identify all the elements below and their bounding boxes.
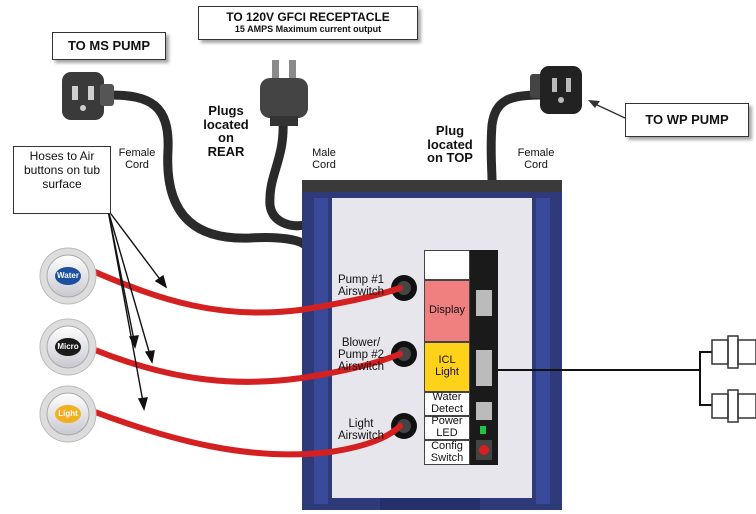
wp-pump-callout-text: TO WP PUMP — [645, 112, 729, 127]
blower-airswitch-l1: Blower/ — [341, 337, 381, 349]
male-cord-l1: Male — [312, 147, 336, 159]
plug-top-l2: located — [427, 136, 473, 152]
receptacle-plug-icon — [260, 60, 308, 126]
female-cord-left-l1: Female — [118, 147, 156, 159]
icl-l1: ICL — [438, 354, 456, 367]
hoses-callout: Hoses to Air buttons on tub surface — [13, 146, 111, 214]
power-led-l2: LED — [436, 427, 458, 439]
plug-top-l3: on TOP — [427, 150, 473, 166]
micro-air-button-icon — [39, 318, 97, 376]
light-connector-top-icon — [711, 335, 756, 369]
receptacle-callout-subtitle: 15 AMPS Maximum current output — [234, 24, 382, 34]
panel-blank-cell — [424, 250, 470, 280]
wp-pump-cord — [486, 90, 545, 185]
plugs-rear-label: Plugs located on REAR — [196, 104, 256, 159]
ms-pump-callout-text: TO MS PUMP — [67, 38, 151, 53]
light-air-button-icon — [39, 385, 97, 443]
pump1-airswitch-fitting-icon — [391, 275, 417, 301]
blower-airswitch-label: Blower/ Pump #2 Airswitch — [332, 337, 390, 373]
plug-top-l1: Plug — [435, 123, 465, 138]
male-cord-label: Male Cord — [302, 147, 346, 171]
ms-pump-plug-icon — [62, 72, 114, 120]
icl-light-wire — [498, 351, 712, 406]
hoses-callout-text: Hoses to Air buttons on tub surface — [23, 149, 101, 191]
config-switch-l2: Switch — [430, 451, 464, 464]
blower-airswitch-l2: Pump #2 — [337, 349, 385, 362]
wp-pump-plug-icon — [530, 66, 582, 114]
water-button-label: Water — [57, 271, 79, 280]
ms-pump-callout: TO MS PUMP — [52, 32, 166, 60]
female-cord-right-label: Female Cord — [510, 147, 562, 171]
blower-airswitch-fitting-icon — [391, 341, 417, 367]
light-airswitch-l2: Airswitch — [337, 430, 384, 443]
plugs-rear-l1: Plugs — [208, 103, 244, 118]
power-led-cell: Power LED — [424, 416, 470, 440]
ms-pump-cord — [105, 90, 310, 250]
light-airswitch-l1: Light — [348, 418, 374, 430]
male-cord-l2: Cord — [312, 158, 336, 171]
light-button-label: Light — [58, 409, 78, 418]
female-cord-right-l1: Female — [517, 147, 555, 159]
water-hose — [92, 269, 403, 316]
plugs-rear-l4: REAR — [207, 143, 245, 159]
icl-l2: Light — [435, 366, 459, 378]
light-connector-bottom-icon — [711, 389, 756, 423]
micro-hose — [92, 347, 403, 385]
light-airswitch-fitting-icon — [391, 413, 417, 439]
plugs-rear-l2: located — [203, 116, 249, 132]
female-cord-left-label: Female Cord — [112, 147, 162, 171]
water-detect-l2: Detect — [431, 403, 463, 415]
power-led-l1: Power — [431, 415, 463, 428]
pump1-airswitch-l1: Pump #1 — [337, 274, 385, 286]
receptacle-callout-title: TO 120V GFCI RECEPTACLE — [226, 10, 390, 24]
light-hose — [92, 409, 403, 458]
water-air-button-icon — [39, 247, 97, 305]
display-cell: Display — [424, 280, 470, 342]
receptacle-callout: TO 120V GFCI RECEPTACLE 15 AMPS Maximum … — [198, 6, 418, 40]
female-cord-right-l2: Cord — [524, 158, 548, 171]
light-airswitch-label: Light Airswitch — [332, 418, 390, 442]
blower-airswitch-l3: Airswitch — [337, 361, 384, 374]
pump1-airswitch-label: Pump #1 Airswitch — [332, 274, 390, 298]
water-detect-cell: Water Detect — [424, 392, 470, 416]
receptacle-cord — [265, 115, 310, 231]
circuit-board — [470, 250, 498, 465]
display-label: Display — [428, 304, 466, 317]
plug-top-label: Plug located on TOP — [420, 124, 480, 165]
pump1-airswitch-l2: Airswitch — [337, 286, 384, 299]
micro-button-label: Micro — [57, 342, 79, 351]
wp-pump-callout: TO WP PUMP — [625, 103, 749, 137]
icl-light-cell: ICL Light — [424, 342, 470, 392]
water-detect-l1: Water — [432, 391, 462, 404]
config-switch-cell: Config Switch — [424, 440, 470, 465]
female-cord-left-l2: Cord — [125, 158, 149, 171]
plugs-rear-l3: on — [218, 130, 234, 146]
config-switch-l1: Config — [431, 439, 463, 452]
hose-callout-arrows — [107, 209, 168, 411]
